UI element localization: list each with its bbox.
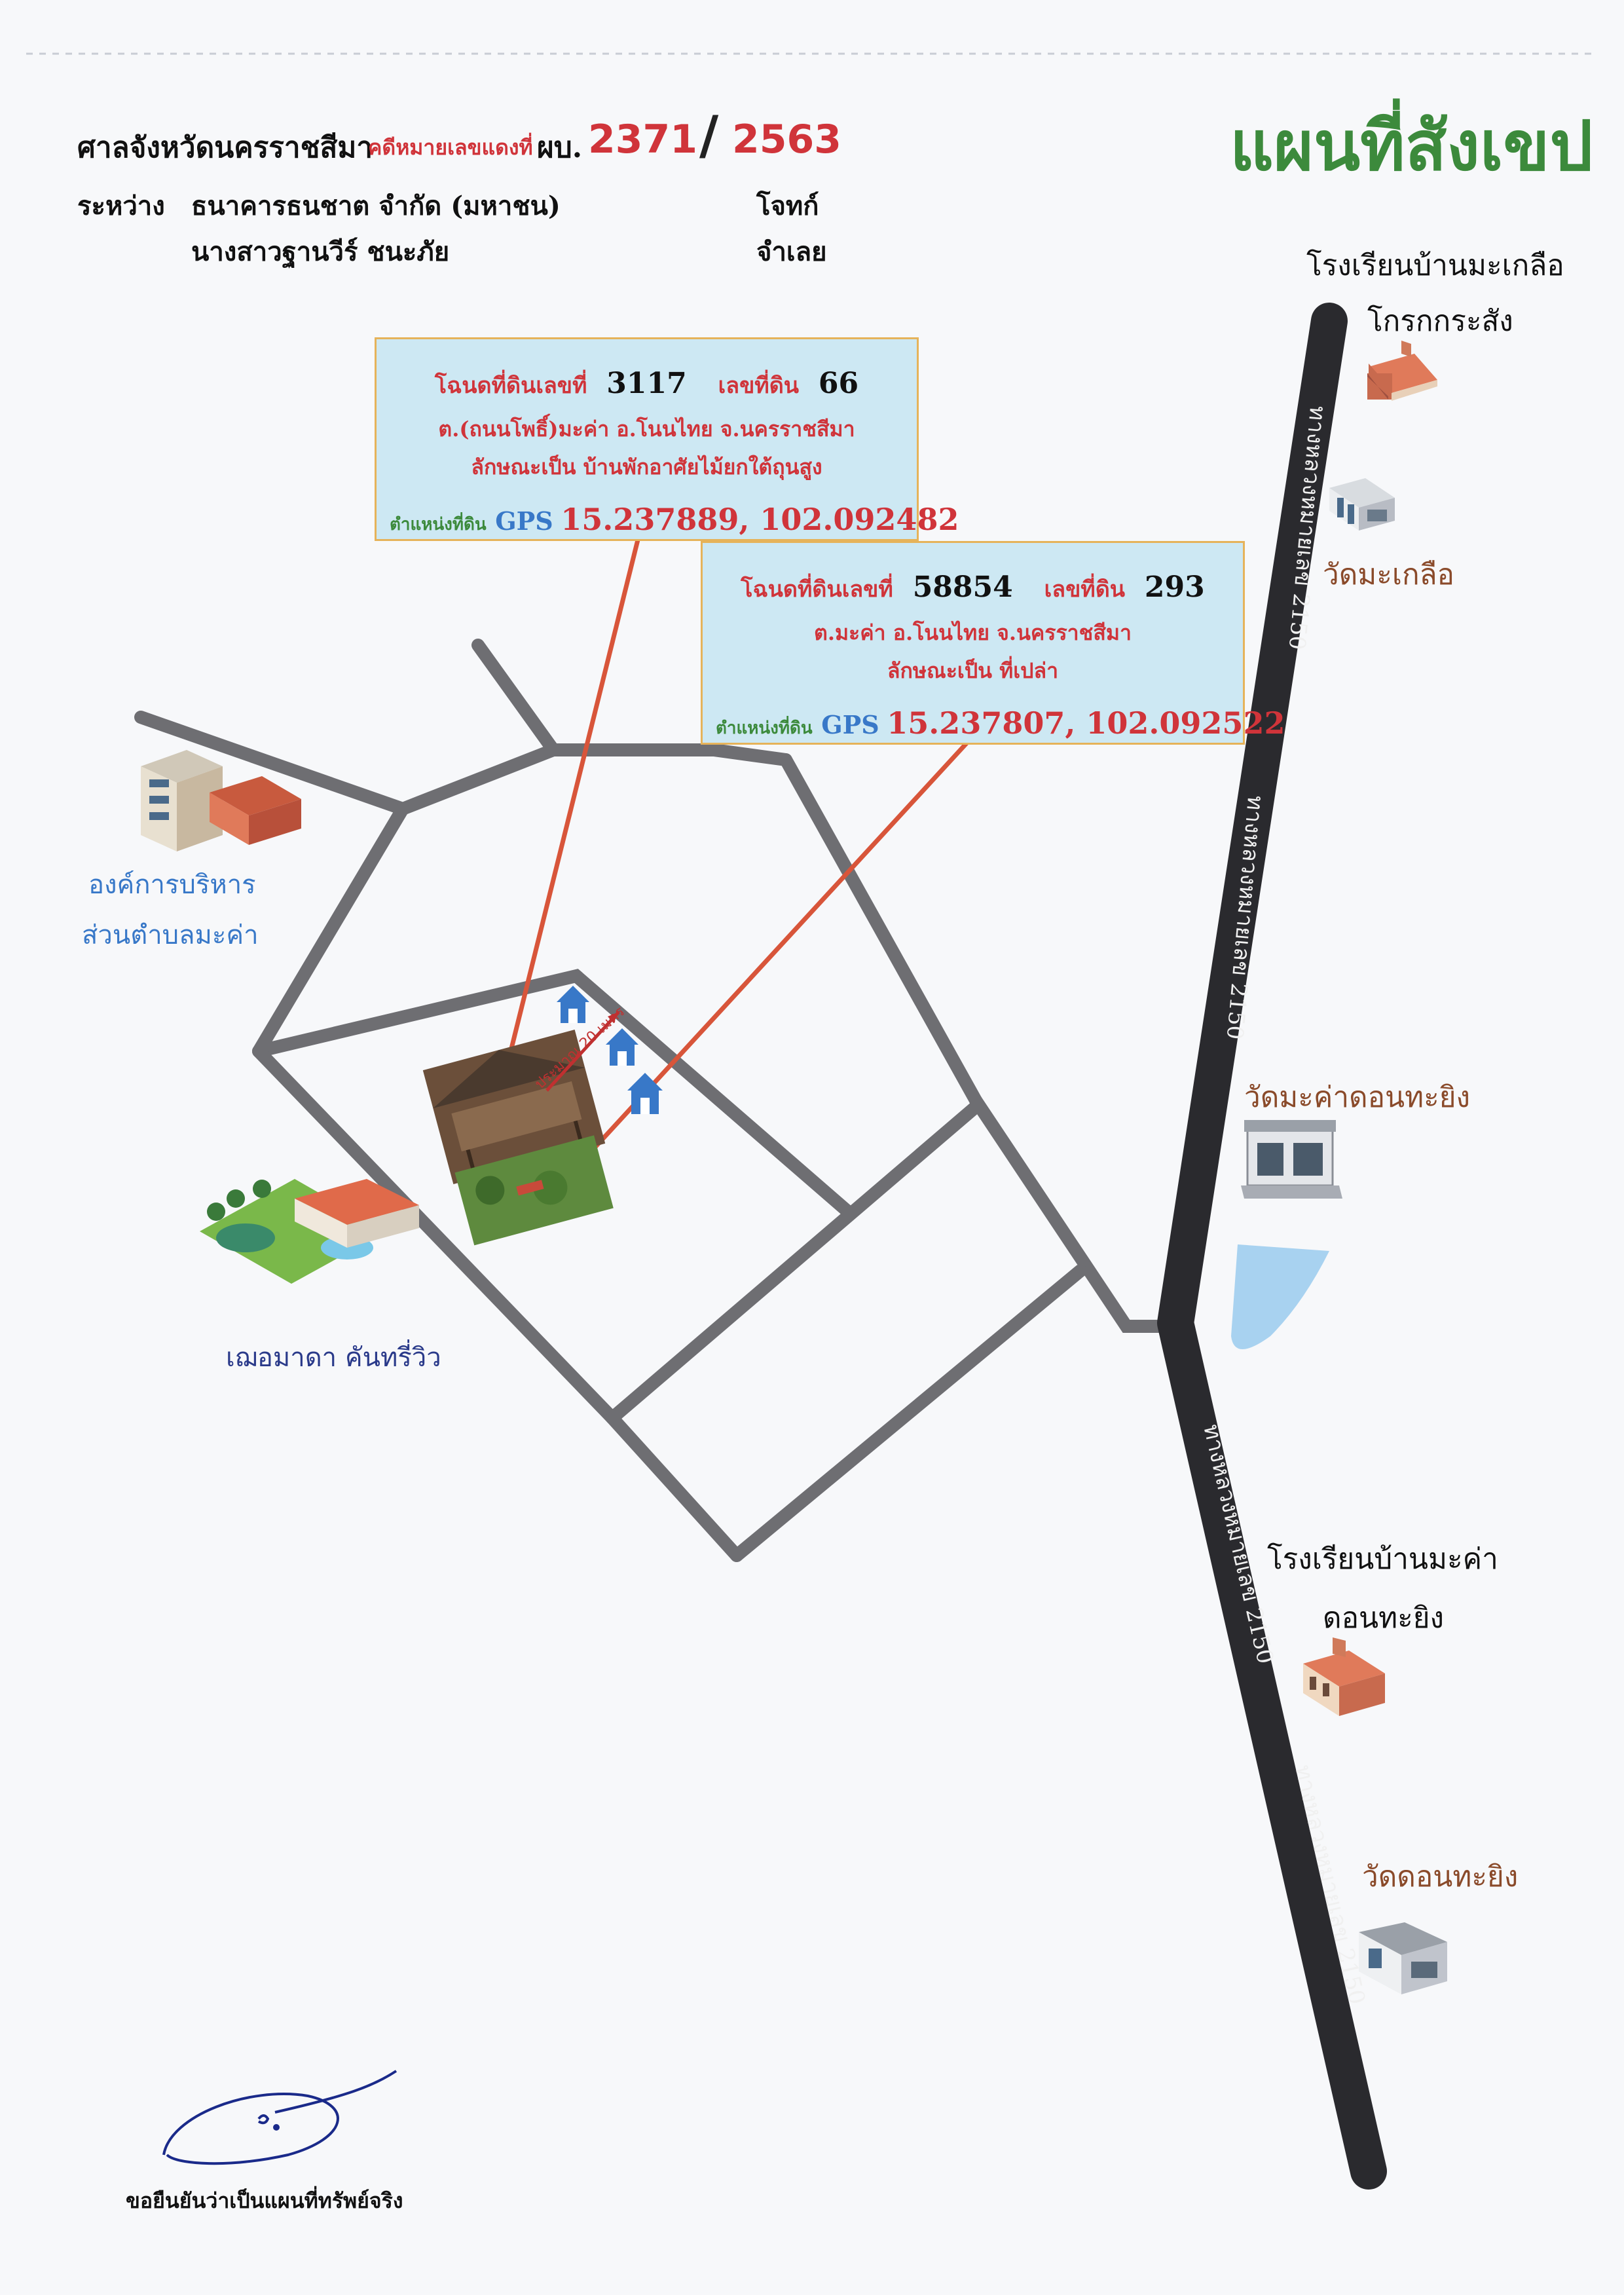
office-label-line2: ส่วนตำบลมะค่า	[82, 920, 259, 950]
deed-1-gps-line: ตำแหน่งที่ดิน GPS 15.237889, 102.092482	[390, 502, 959, 538]
deed-2-land-label: เลขที่ดิน	[1044, 576, 1126, 603]
deed-1-location-label: ตำแหน่งที่ดิน	[390, 515, 487, 534]
school-building-icon	[1367, 341, 1437, 401]
road-ne-diagonal	[779, 753, 982, 1107]
highway-2150	[1157, 303, 1387, 2190]
plaintiff-name: ธนาคารธนชาต จำกัด (มหาชน)	[191, 191, 561, 221]
deed-2-label: โฉนดที่ดินเลขที่	[741, 576, 893, 603]
deed-info-box-2: โฉนดที่ดินเลขที่ 58854 เลขที่ดิน 293 ต.ม…	[701, 541, 1285, 745]
local-roads	[134, 639, 1182, 1562]
deed-2-address: ต.มะค่า อ.โนนไทย จ.นครราชสีมา	[814, 620, 1132, 645]
defendant-name: นางสาวฐานวีร์ ชนะภัย	[191, 236, 450, 267]
case-prefix: ผบ.	[537, 131, 583, 164]
deed-info-box-1: โฉนดที่ดินเลขที่ 3117 เลขที่ดิน 66 ต.(ถน…	[375, 337, 959, 541]
temple-2-label: วัดมะค่าดอนทะยิง	[1244, 1081, 1471, 1114]
temple-building-icon	[1241, 1120, 1342, 1199]
deed-1-gps-label: GPS	[495, 506, 553, 536]
deed-1-address: ต.(ถนนโพธิ์)มะค่า อ.โนนไทย จ.นครราชสีมา	[438, 417, 855, 441]
house-icon	[627, 1073, 663, 1114]
deed-1-number: 3117	[606, 367, 687, 400]
road-to-highway	[969, 1094, 1182, 1333]
deed-2-land-number: 293	[1144, 570, 1205, 604]
deed-1-land-number: 66	[818, 367, 859, 400]
temple-building-icon	[1359, 1922, 1447, 1994]
case-label: คดีหมายเลขแดงที่	[368, 135, 533, 160]
land-photo	[454, 1135, 614, 1246]
confirm-statement: ขอยืนยันว่าเป็นแผนที่ทรัพย์จริง	[126, 2188, 403, 2213]
court-name: ศาลจังหวัดนครราชสีมา	[77, 131, 373, 164]
house-icon	[557, 986, 589, 1023]
road-mid-cross-1	[606, 1100, 982, 1425]
resort-icon	[200, 1179, 419, 1284]
case-separator: /	[699, 105, 719, 166]
case-number: 2371	[588, 117, 697, 162]
office-building-icon	[141, 750, 301, 851]
distance-arrow-head	[608, 1012, 619, 1023]
case-year: 2563	[732, 117, 841, 162]
deed-2-number-line: โฉนดที่ดินเลขที่ 58854 เลขที่ดิน 293	[703, 570, 1243, 606]
road-inner-parcel	[252, 969, 855, 1218]
deed-1-gps-value: 15.237889, 102.092482	[561, 502, 959, 537]
road-north-edge	[396, 743, 792, 815]
temple-building-icon	[1329, 478, 1395, 531]
school-2-label-line1: โรงเรียนบ้านมะค่า	[1267, 1542, 1498, 1576]
deed-2-description: ลักษณะเป็น ที่เปล่า	[887, 658, 1059, 683]
map-title: แผนที่สังเขป	[1230, 105, 1593, 186]
deed-1-description: ลักษณะเป็น บ้านพักอาศัยไม้ยกใต้ถุนสูง	[471, 455, 822, 479]
office-label-line1: องค์การบริหาร	[88, 870, 256, 900]
deed-2-gps-line: ตำแหน่งที่ดิน GPS 15.237807, 102.092522	[716, 705, 1285, 741]
signature-mark	[162, 2070, 397, 2165]
between-label: ระหว่าง	[77, 191, 165, 221]
pointer-line-deed-2	[558, 735, 974, 1187]
school-building-icon	[1303, 1637, 1385, 1716]
distance-arrow	[545, 1011, 620, 1092]
deed-2-number: 58854	[912, 570, 1013, 604]
deed-1-number-line: โฉนดที่ดินเลขที่ 3117 เลขที่ดิน 66	[377, 367, 917, 403]
road-mid-cross-2	[730, 1264, 1087, 1562]
deed-1-label: โฉนดที่ดินเลขที่	[434, 373, 587, 399]
school-1-label-line1: โรงเรียนบ้านมะเกลือ	[1306, 249, 1564, 282]
deed-2-gps-value: 15.237807, 102.092522	[887, 705, 1285, 741]
road-lower-west	[606, 1411, 743, 1562]
defendant-role: จำเลย	[756, 236, 827, 267]
school-2-label-line2: ดอนทะยิง	[1323, 1601, 1444, 1635]
road-north-branch	[471, 639, 560, 756]
road-west-branch	[134, 711, 409, 815]
deed-2-gps-label: GPS	[821, 710, 879, 739]
deed-2-location-label: ตำแหน่งที่ดิน	[716, 718, 813, 738]
plaintiff-role: โจทก์	[756, 191, 819, 221]
school-1-label-line2: โกรกกระสัง	[1367, 305, 1513, 338]
temple-1-label: วัดมะเกลือ	[1323, 558, 1454, 591]
road-sw-diagonal	[252, 1045, 619, 1425]
house-icon	[606, 1028, 638, 1066]
pond-shape	[1231, 1244, 1329, 1349]
deed-1-land-label: เลขที่ดิน	[718, 373, 800, 399]
resort-label: เฌอมาดา คันทรี่วิว	[226, 1343, 441, 1373]
temple-3-label: วัดดอนทะยิง	[1362, 1860, 1519, 1894]
road-west-edge	[252, 802, 409, 1058]
pointer-line-deed-1	[502, 510, 648, 1078]
